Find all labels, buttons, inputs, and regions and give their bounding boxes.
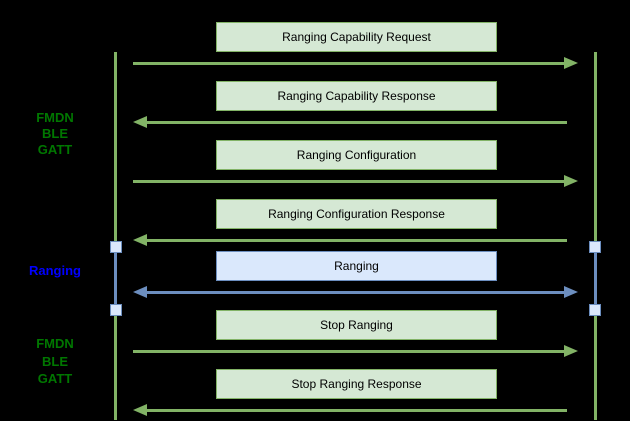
section-label-line: FMDN	[36, 336, 74, 351]
arrowhead-left-icon	[133, 233, 147, 246]
arrowhead-left-icon	[133, 403, 147, 416]
message-arrow-left	[133, 403, 578, 417]
message-arrow-bidirectional	[133, 285, 578, 299]
arrowhead-left-icon	[133, 285, 147, 298]
message-arrow-left	[133, 115, 578, 129]
section-label-fmdn-ble-gatt-top: FMDN BLE GATT	[5, 110, 105, 158]
activation-marker-left-top	[109, 241, 122, 253]
arrowhead-left-icon	[133, 115, 147, 128]
message-box-ranging-capability-request: Ranging Capability Request	[216, 22, 497, 52]
message-arrow-left	[133, 233, 578, 247]
arrow-shaft	[133, 349, 566, 353]
message-label: Stop Ranging Response	[291, 377, 422, 391]
arrow-shaft	[133, 61, 566, 65]
message-label: Ranging Capability Response	[277, 89, 436, 103]
message-arrow-right	[133, 56, 578, 70]
lifeline-right-ranging-segment	[593, 247, 597, 310]
message-label: Stop Ranging	[320, 318, 393, 332]
message-label: Ranging Configuration Response	[268, 207, 445, 221]
section-label-line: BLE	[42, 126, 68, 141]
message-box-stop-ranging-response: Stop Ranging Response	[216, 369, 497, 399]
lifeline-right	[593, 52, 597, 420]
arrow-shaft	[146, 408, 567, 412]
arrowhead-right-icon	[564, 56, 578, 69]
section-label-line: GATT	[37, 142, 73, 157]
arrow-shaft	[146, 290, 566, 294]
arrow-shaft	[133, 179, 566, 183]
message-arrow-right	[133, 174, 578, 188]
activation-marker-right-top	[589, 241, 601, 253]
arrowhead-right-icon	[564, 174, 578, 187]
section-label-ranging: Ranging	[5, 263, 105, 279]
lifeline-left	[113, 52, 117, 420]
arrow-shaft	[146, 238, 567, 242]
arrowhead-right-icon	[564, 344, 578, 357]
message-label: Ranging Configuration	[296, 148, 417, 162]
arrow-shaft	[146, 120, 567, 124]
activation-marker-left-bottom	[109, 304, 122, 316]
section-label-line: FMDN	[36, 110, 74, 125]
section-label-fmdn-ble-gatt-bottom: FMDN BLE GATT	[5, 335, 105, 388]
message-label: Ranging Capability Request	[282, 30, 431, 44]
message-box-ranging-configuration-response: Ranging Configuration Response	[216, 199, 497, 229]
activation-marker-right-bottom	[589, 304, 601, 316]
section-label-line: Ranging	[29, 263, 81, 278]
section-label-line: BLE	[42, 353, 68, 369]
message-box-ranging: Ranging	[216, 251, 497, 281]
message-box-stop-ranging: Stop Ranging	[216, 310, 497, 340]
lifeline-left-ranging-segment	[113, 247, 117, 310]
message-arrow-right	[133, 344, 578, 358]
message-box-ranging-capability-response: Ranging Capability Response	[216, 81, 497, 111]
arrowhead-right-icon	[564, 285, 578, 298]
section-label-line: GATT	[37, 371, 73, 386]
message-box-ranging-configuration: Ranging Configuration	[216, 140, 497, 170]
message-label: Ranging	[334, 259, 379, 273]
